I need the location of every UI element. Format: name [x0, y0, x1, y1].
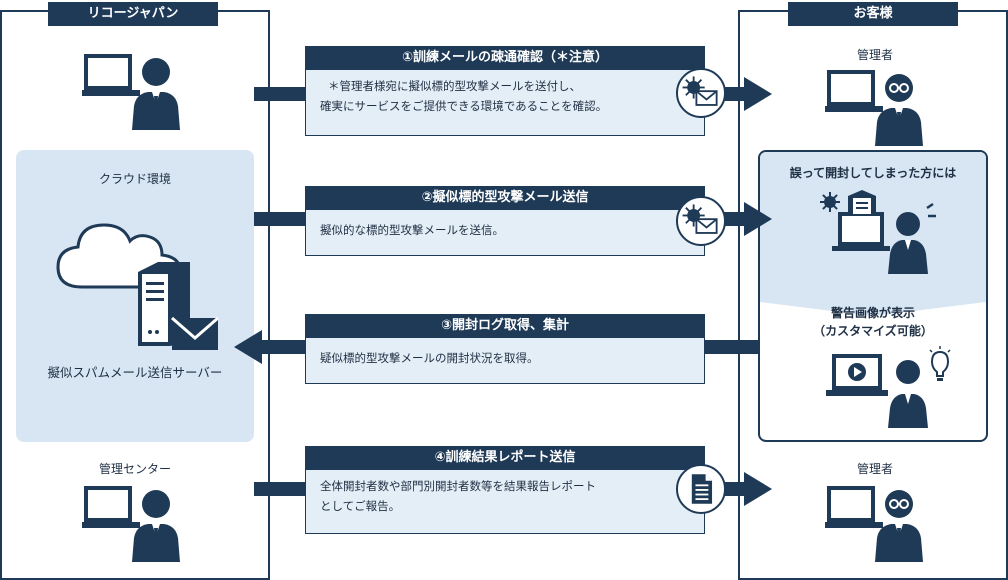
opened-mail-victim-icon — [820, 190, 936, 274]
step3-body: 疑似標的型攻撃メールの開封状況を取得。 — [305, 338, 705, 384]
step3-arrow-left — [234, 330, 262, 364]
step2-arrow-right — [744, 202, 772, 236]
step1-badge — [676, 68, 726, 118]
step1-connector — [254, 87, 306, 101]
admin-with-glasses-icon — [825, 482, 935, 562]
step4-line2: としてご報告。 — [320, 499, 401, 513]
left-column-title: リコージャパン — [48, 2, 218, 26]
admin-label-bottom: 管理者 — [856, 462, 893, 476]
step1-line2: 確実にサービスをご提供できる環境であることを確認。 — [320, 99, 608, 113]
step4-title: ④訓練結果レポート送信 — [305, 446, 705, 470]
step2-line1: 擬似的な標的型攻撃メールを送信。 — [320, 223, 504, 237]
document-icon — [678, 466, 724, 512]
step1-line1: ＊管理者様宛に擬似標的型攻撃メールを送付し、 — [328, 79, 581, 93]
step3-title: ③開封ログ取得、集計 — [305, 314, 705, 338]
mistake-panel-notch — [760, 302, 986, 316]
warning-image-line2: （カスタマイズ可能） — [813, 324, 933, 338]
lightbulb-icon — [929, 346, 951, 381]
step3-connector — [704, 340, 760, 354]
step4-body: 全体開封者数や部門別開封者数等を結果報告レポート としてご報告。 — [305, 470, 705, 534]
step2-badge — [676, 196, 726, 246]
cloud-environment-label: クラウド環境 — [98, 172, 171, 186]
step4-connector — [254, 482, 306, 496]
step4-badge — [676, 464, 726, 514]
step2-connector — [254, 212, 306, 226]
admin-with-glasses-icon — [825, 66, 935, 146]
step3-line1: 疑似標的型攻撃メールの開封状況を取得。 — [320, 351, 539, 365]
mail-envelope-icon — [171, 316, 219, 350]
person-at-computer-icon — [82, 482, 192, 562]
step2-body: 擬似的な標的型攻撃メールを送信。 — [305, 210, 705, 256]
step2-title: ②擬似標的型攻撃メール送信 — [305, 186, 705, 210]
management-center-label: 管理センター — [98, 462, 171, 476]
right-column-title: お客様 — [788, 2, 958, 26]
step4-arrow-right — [744, 472, 772, 506]
step3-arrow-shaft — [260, 340, 306, 354]
warning-image-line1: 警告画像が表示 — [830, 306, 915, 320]
virus-mail-icon — [678, 70, 724, 116]
mistake-title: 誤って開封してしまった方には — [789, 166, 957, 180]
admin-label-top: 管理者 — [856, 48, 893, 62]
person-at-computer-icon — [82, 50, 192, 130]
video-screen-icon — [826, 346, 951, 428]
step1-title: ①訓練メールの疎通確認（＊注意） — [305, 46, 705, 70]
step1-arrow-right — [744, 77, 772, 111]
virus-mail-icon — [678, 198, 724, 244]
step4-line1: 全体開封者数や部門別開封者数等を結果報告レポート — [320, 479, 596, 493]
cloud-environment-area — [16, 150, 254, 442]
step1-body: ＊管理者様宛に擬似標的型攻撃メールを送付し、 確実にサービスをご提供できる環境で… — [305, 70, 705, 136]
server-label: 擬似スパムメール送信サーバー — [47, 365, 223, 380]
